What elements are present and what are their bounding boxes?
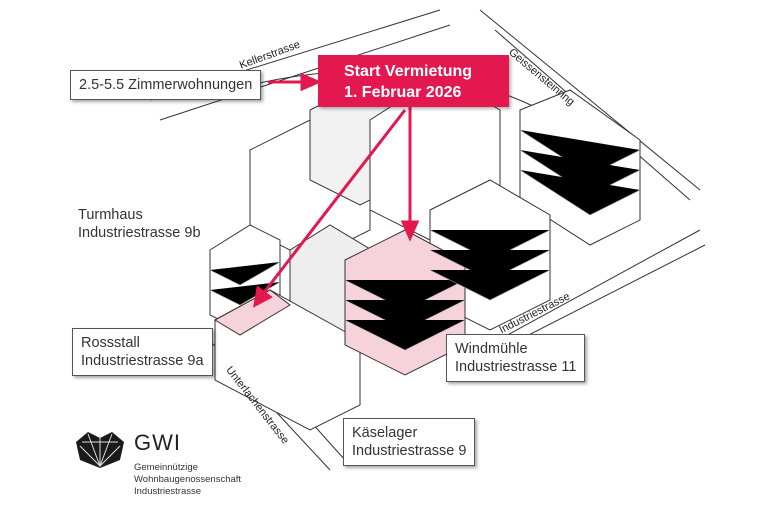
label-address: Industriestrasse 9b bbox=[78, 225, 201, 241]
label-address: Industriestrasse 9 bbox=[352, 443, 467, 459]
callout-line1: Start Vermietung bbox=[344, 63, 473, 80]
callout-line2: 1. Februar 2026 bbox=[344, 84, 462, 101]
label-name: Windmühle bbox=[455, 341, 528, 357]
label-name: Käselager bbox=[352, 425, 418, 441]
label-rossstall: Rossstall Industriestrasse 9a bbox=[72, 328, 213, 376]
label-name: Rossstall bbox=[81, 335, 140, 351]
rental-start-callout: Start Vermietung 1. Februar 2026 bbox=[318, 55, 509, 107]
gwi-logo-icon bbox=[76, 432, 124, 468]
label-name: Turmhaus bbox=[78, 207, 143, 223]
logo-line: Wohnbaugenossenschaft bbox=[134, 474, 242, 485]
logo-line: Industriestrasse bbox=[134, 486, 202, 497]
label-apartments: 2.5-5.5 Zimmerwohnungen bbox=[70, 70, 262, 100]
label-address: Industriestrasse 9a bbox=[81, 353, 204, 369]
logo-subtitle: Gemeinnützige Wohnbaugenossenschaft Indu… bbox=[134, 462, 241, 498]
label-address: Industriestrasse 11 bbox=[455, 359, 577, 375]
label-text: 2.5-5.5 Zimmerwohnungen bbox=[79, 77, 253, 93]
label-windmuehle: Windmühle Industriestrasse 11 bbox=[446, 334, 586, 382]
logo-line: Gemeinnützige bbox=[134, 462, 198, 473]
label-kaeselager: Käselager Industriestrasse 9 bbox=[343, 418, 476, 466]
label-turmhaus: Turmhaus Industriestrasse 9b bbox=[72, 202, 207, 246]
pointer-arrows bbox=[252, 72, 420, 308]
logo-wordmark: GWI bbox=[134, 430, 181, 455]
